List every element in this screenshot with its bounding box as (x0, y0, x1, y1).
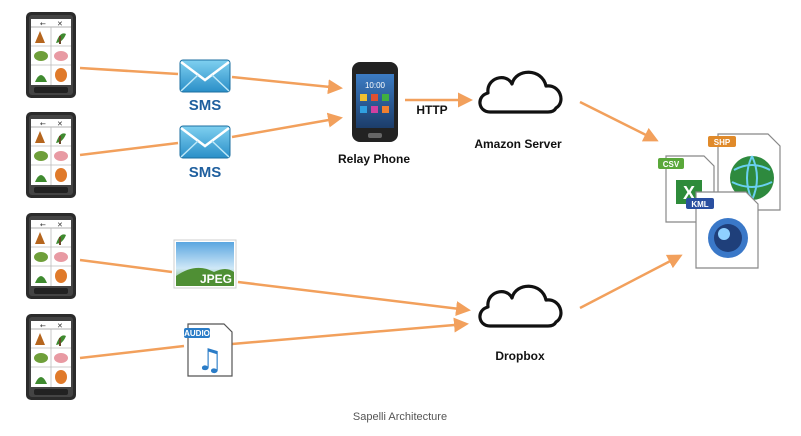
arrow-sms2-to-relay (231, 112, 343, 139)
sms-label-1: SMS (189, 97, 222, 114)
arrow-amazon-to-files (579, 100, 659, 142)
diagram-caption: Sapelli Architecture (353, 411, 447, 423)
csv-badge: CSV (663, 160, 680, 169)
arrow-jpeg-to-dropbox (237, 280, 471, 316)
arrow-dropbox-to-files (579, 254, 683, 310)
kml-file-icon: KML (686, 191, 759, 269)
dropbox-label: Dropbox (495, 349, 545, 363)
jpeg-label: JPEG (200, 272, 232, 286)
sms-label-2: SMS (189, 164, 222, 181)
kml-badge: KML (691, 200, 708, 209)
output-files-group: CSV X SHP KML (658, 133, 781, 269)
amazon-server-label: Amazon Server (474, 137, 562, 151)
sapelli-phone-1-icon (25, 11, 77, 99)
amazon-cloud-icon (478, 70, 563, 114)
arrow-phone2-to-sms (79, 141, 179, 157)
connection-arrows (79, 66, 683, 360)
audio-file-icon: AUDIO ♫ (184, 323, 233, 378)
sapelli-phone-4-icon (25, 313, 77, 401)
sapelli-phone-2-icon (25, 111, 77, 199)
arrow-phone4-to-audio (79, 344, 185, 360)
audio-badge: AUDIO (184, 329, 210, 338)
shp-badge: SHP (714, 138, 731, 147)
http-label: HTTP (416, 103, 447, 117)
arrow-audio-to-dropbox (231, 317, 469, 346)
shp-file-icon: SHP (708, 133, 781, 211)
sms-envelope-2-icon (178, 124, 232, 160)
relay-phone-icon: 10:00 (352, 62, 398, 142)
arrow-sms1-to-relay (231, 75, 343, 95)
relay-phone-label: Relay Phone (338, 152, 410, 166)
arrow-phone3-to-jpeg (79, 258, 173, 274)
dropbox-cloud-icon (478, 284, 563, 328)
jpeg-image-icon: JPEG (173, 239, 237, 289)
svg-text:10:00: 10:00 (365, 81, 386, 90)
svg-text:♫: ♫ (197, 343, 224, 378)
arrow-phone1-to-sms (79, 66, 179, 76)
sms-envelope-1-icon (178, 58, 232, 94)
sapelli-phone-3-icon (25, 212, 77, 300)
